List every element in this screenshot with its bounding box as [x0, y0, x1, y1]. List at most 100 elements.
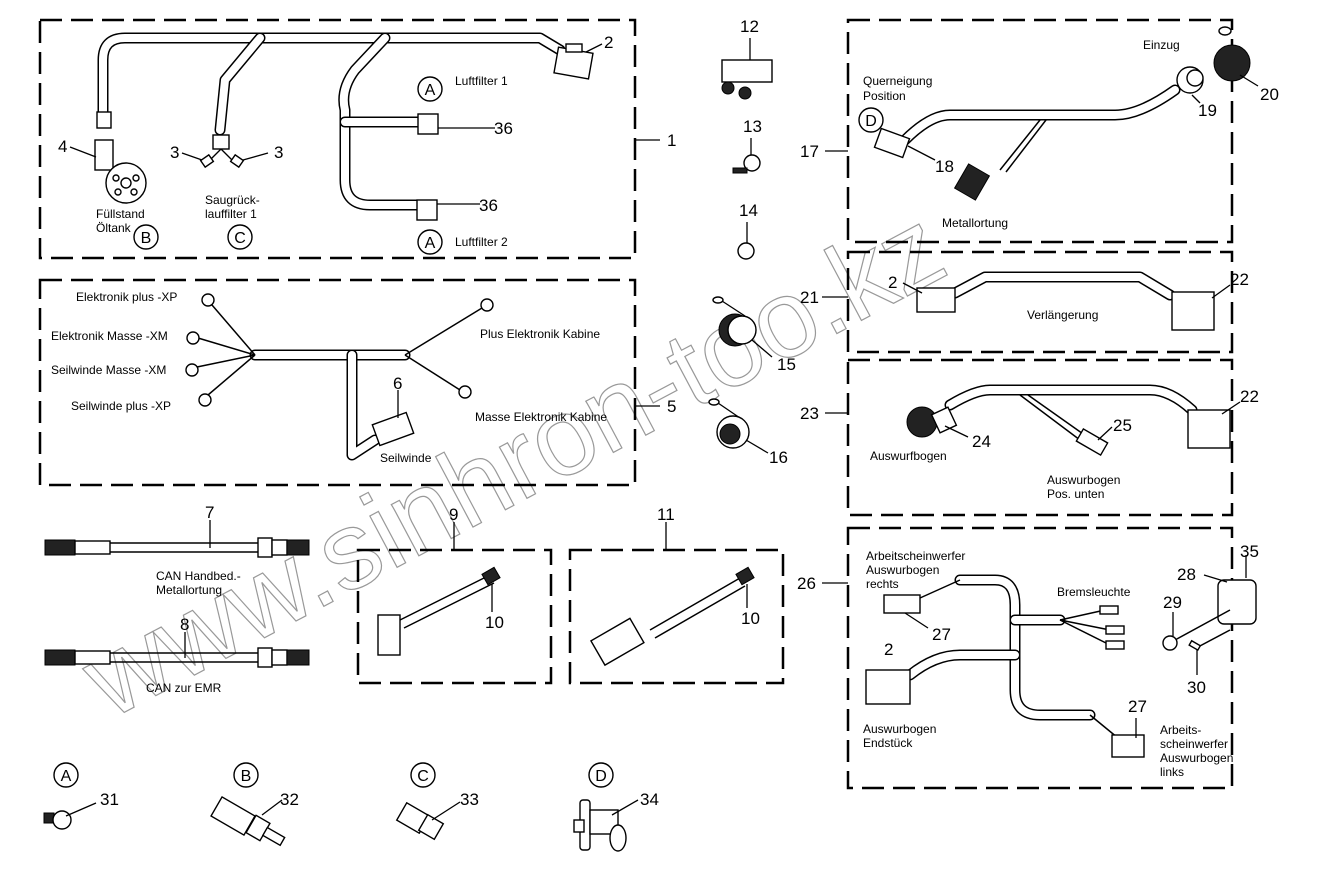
- group-1-oil-sensor-harness[interactable]: 1 4 3 3 2 3: [38, 18, 676, 260]
- connector-18[interactable]: [873, 127, 911, 159]
- connector-2[interactable]: [916, 287, 956, 313]
- marker-c: C: [417, 768, 429, 785]
- item-20: 20: [1260, 85, 1279, 104]
- label-auswurfbogen: Auswurfbogen: [870, 449, 947, 463]
- connector-36a[interactable]: [417, 113, 439, 135]
- item-18: 18: [935, 157, 954, 176]
- label-einzug: Einzug: [1143, 38, 1180, 52]
- flat-terminal[interactable]: [1099, 605, 1119, 615]
- label-saugrueck: Saugrück-: [205, 193, 260, 207]
- connector-25[interactable]: [1075, 427, 1109, 457]
- item-7: 7: [205, 503, 214, 522]
- item-16: 16: [769, 448, 788, 467]
- item-6: 6: [393, 374, 402, 393]
- item-14: 14: [739, 201, 758, 220]
- angled-plug: [377, 614, 401, 656]
- item-27: 27: [932, 625, 951, 644]
- item-33: 33: [460, 790, 479, 809]
- marker-a: [417, 229, 443, 255]
- group-5-frame: [38, 278, 637, 487]
- ring-terminal[interactable]: [458, 385, 472, 399]
- clamp-13[interactable]: 13: [732, 117, 762, 174]
- group-1-frame: [38, 18, 637, 260]
- svg-text:B: B: [141, 230, 152, 247]
- item-15: 15: [777, 355, 796, 374]
- terminal-3a[interactable]: [199, 153, 215, 169]
- group-21-extension[interactable]: 21 2 22 Verlängerung: [800, 250, 1249, 354]
- bulb-29[interactable]: [1162, 635, 1178, 651]
- terminal-3b[interactable]: [229, 153, 245, 169]
- ring-terminal[interactable]: [186, 331, 200, 345]
- label-seilwinde-masse: Seilwinde Masse -XM: [51, 363, 166, 377]
- group-17-number: 17: [800, 142, 819, 161]
- connector-24[interactable]: [906, 406, 938, 438]
- flat-terminal[interactable]: [1105, 640, 1125, 650]
- label-fuellstand: Füllstand: [96, 207, 145, 221]
- item-2: 2: [888, 273, 897, 292]
- marker-a: A: [61, 768, 72, 785]
- group-23-harness[interactable]: 23 24 25 22 Auswurfbogen Auswurbogen Pos…: [800, 358, 1259, 517]
- label-rechts: rechts: [866, 577, 899, 591]
- label-bremsleuchte: Bremsleuchte: [1057, 585, 1131, 599]
- label-auswurbogen: Auswurbogen: [866, 563, 939, 577]
- connector-2[interactable]: [553, 43, 594, 80]
- connector-6[interactable]: [371, 411, 415, 447]
- label-position: Position: [863, 89, 906, 103]
- item-11: 11: [657, 505, 675, 524]
- label-metallortung: Metallortung: [942, 216, 1008, 230]
- svg-text:A: A: [425, 235, 436, 252]
- connector-36b[interactable]: [416, 199, 438, 221]
- label-querneigung: Querneigung: [863, 74, 932, 88]
- sensor-33[interactable]: C 33: [395, 762, 479, 841]
- metal-detect-plug: [953, 163, 991, 201]
- group-11-cable[interactable]: 11 10: [568, 505, 785, 685]
- sensor-31[interactable]: A 31: [43, 762, 119, 830]
- sensor-34[interactable]: D 34: [573, 762, 659, 852]
- sleeve: [96, 111, 112, 129]
- watermark: www.sinhron-too.kz: [63, 185, 964, 742]
- item-3: 3: [274, 143, 283, 162]
- item-29: 29: [1163, 593, 1182, 612]
- item-3: 3: [170, 143, 179, 162]
- clamp-14[interactable]: 14: [737, 201, 758, 260]
- label-arbeits: Arbeits-: [1160, 723, 1201, 737]
- item-30: 30: [1187, 678, 1206, 697]
- label-can-zur-emr: CAN zur EMR: [146, 681, 222, 695]
- sensor-32[interactable]: B 32: [210, 762, 299, 847]
- item-22: 22: [1240, 387, 1259, 406]
- connector-27a[interactable]: [883, 594, 921, 614]
- group-23-number: 23: [800, 404, 819, 423]
- marker-d: [858, 107, 884, 133]
- item-32: 32: [280, 790, 299, 809]
- group-5-electronics-harness[interactable]: 5 6 Elektronik plus -XP Elektronik Masse…: [38, 278, 676, 487]
- ring-terminal[interactable]: [201, 293, 215, 307]
- cap-20[interactable]: [1213, 44, 1251, 82]
- label-elektronik-masse: Elektronik Masse -XM: [51, 329, 168, 343]
- round-connector-4[interactable]: [94, 139, 147, 204]
- ring-terminal[interactable]: [185, 363, 199, 377]
- connector-22[interactable]: [1171, 291, 1215, 331]
- group-9-cable[interactable]: 9 10: [356, 505, 553, 685]
- connector-22[interactable]: [1187, 409, 1231, 449]
- ring-terminal[interactable]: [198, 393, 212, 407]
- connector-27b[interactable]: [1111, 734, 1145, 758]
- group-17-harness[interactable]: 17 18 19 20 Einzug Querneigung Position …: [800, 18, 1279, 244]
- t-connector-12[interactable]: 12: [721, 17, 773, 100]
- pin-30[interactable]: [1188, 639, 1202, 652]
- lamp-housing-28[interactable]: [1217, 579, 1257, 625]
- connector-2[interactable]: [865, 669, 911, 705]
- group-1-number: 1: [667, 131, 676, 150]
- item-36: 36: [479, 196, 498, 215]
- item-19: 19: [1198, 101, 1217, 120]
- cap-15[interactable]: 15: [712, 296, 796, 374]
- marker-a: [417, 76, 443, 102]
- ring-terminal[interactable]: [480, 298, 494, 312]
- item-27: 27: [1128, 697, 1147, 716]
- group-26-light-harness[interactable]: 26 27 2 27 28 35 29 30 Arbeitsche: [797, 526, 1259, 790]
- socket-16[interactable]: 16: [708, 398, 788, 467]
- label-auswurbogen: Auswurbogen: [1047, 473, 1120, 487]
- cable-7[interactable]: 7 CAN Handbed.- Metallortung: [44, 503, 310, 597]
- cable-8[interactable]: 8 CAN zur EMR: [44, 615, 310, 695]
- item-10: 10: [485, 613, 504, 632]
- flat-terminal[interactable]: [1105, 625, 1125, 635]
